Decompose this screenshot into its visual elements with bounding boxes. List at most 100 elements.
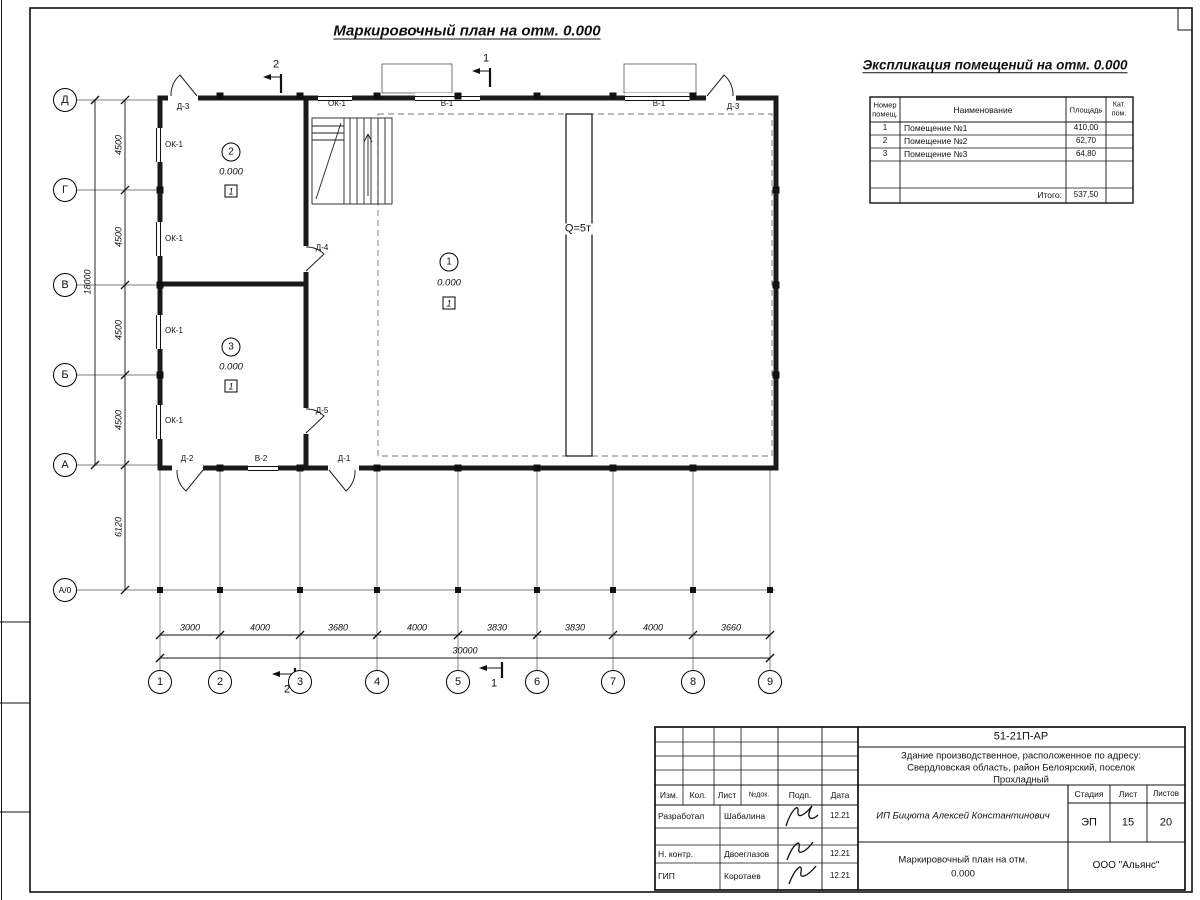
window-label-ok1: ОК-1 xyxy=(165,140,183,149)
door-swings xyxy=(170,74,734,492)
axis-col-9: 9 xyxy=(758,670,782,694)
room-elevation: 0.000 xyxy=(437,277,461,289)
staff-date: 12.21 xyxy=(829,871,851,880)
drawing-title-line1: Маркировочный план на отм. xyxy=(898,854,1028,866)
dim-bottom: 4000 xyxy=(249,622,271,633)
window-label-ok1: ОК-1 xyxy=(165,326,183,335)
crane-beam xyxy=(565,113,593,457)
table-cell-num: 2 xyxy=(882,136,888,145)
door-label-d2: Д-2 xyxy=(180,454,194,463)
window-label-ok1: ОК-1 xyxy=(165,416,183,425)
company-name: ООО "Альянс" xyxy=(1092,860,1160,871)
page-title: Маркировочный план на отм. 0.000 xyxy=(333,22,601,40)
dim-left-lower: 6120 xyxy=(113,516,124,538)
col-header-category: Кат. xyxy=(1112,101,1126,109)
axis-col-5: 5 xyxy=(446,670,470,694)
window-label-v1: В-1 xyxy=(440,99,454,108)
staff-date: 12.21 xyxy=(829,811,851,820)
tb-col-data: Дата xyxy=(830,789,850,800)
table-cell-area: 62,70 xyxy=(1075,136,1097,145)
document-number: 51-21П-АР xyxy=(993,730,1049,743)
dim-left: 4500 xyxy=(113,226,124,248)
door-label-d3: Д-3 xyxy=(726,102,740,111)
dim-bottom: 3680 xyxy=(327,622,349,633)
window-label-v1: В-1 xyxy=(652,99,666,108)
staff-name: Двоеглазов xyxy=(724,848,770,859)
door-label-d5: Д-5 xyxy=(315,406,329,415)
total-label: Итого: xyxy=(1037,189,1062,200)
axis-row-a0: А/0 xyxy=(53,578,77,602)
dim-bottom: 4000 xyxy=(406,622,428,633)
section-mark-2: 2 xyxy=(272,58,280,71)
window-label-v2: В-2 xyxy=(254,454,268,463)
axis-row-g: Г xyxy=(53,178,77,202)
section-mark-1: 1 xyxy=(490,677,498,690)
col-header-room-number: Номер xyxy=(873,100,897,110)
axis-grid-lines xyxy=(77,99,775,670)
project-name-line3: Прохладный xyxy=(993,774,1049,786)
table-cell-num: 3 xyxy=(882,149,888,158)
room-number-bubble: 3 xyxy=(221,337,241,357)
col-header-name: Наименование xyxy=(953,104,1013,115)
dim-left: 4500 xyxy=(113,409,124,431)
axis-row-b: Б xyxy=(53,363,77,387)
client-name: ИП Бицюта Алексей Константинович xyxy=(876,810,1050,822)
dimension-ticks xyxy=(90,95,775,663)
walls xyxy=(157,95,779,471)
room-category-mark: 1 xyxy=(442,296,456,310)
axis-row-v: В xyxy=(53,273,77,297)
door-label-d1: Д-1 xyxy=(337,454,351,463)
stage-value: ЭП xyxy=(1081,816,1097,829)
staff-role: ГИП xyxy=(658,870,675,881)
stairs xyxy=(311,117,393,205)
room-elevation: 0.000 xyxy=(219,361,243,373)
staff-role: Н. контр. xyxy=(658,848,694,859)
table-cell-name: Помещение №1 xyxy=(904,122,968,133)
tb-col-podp: Подп. xyxy=(788,789,812,800)
total-value: 537,50 xyxy=(1073,190,1099,199)
door-label-d3: Д-3 xyxy=(176,102,190,111)
staff-role: Разработал xyxy=(658,810,705,821)
explication-table-grid xyxy=(869,96,1134,204)
dimension-lines xyxy=(94,100,770,659)
sheet-value: 15 xyxy=(1121,816,1135,829)
crane-capacity-label: Q=5т xyxy=(562,222,594,235)
staff-name: Коротаев xyxy=(724,870,761,881)
columns xyxy=(156,92,780,593)
axis-col-6: 6 xyxy=(525,670,549,694)
room-category-mark: 1 xyxy=(224,184,238,198)
window-label-ok1: ОК-1 xyxy=(328,99,346,108)
table-cell-area: 64,80 xyxy=(1075,149,1097,158)
tb-col-ndok: №док. xyxy=(748,791,770,799)
axis-col-3: 3 xyxy=(288,670,312,694)
sheet-label: Лист xyxy=(1118,788,1138,799)
room-category-mark: 1 xyxy=(224,379,238,393)
table-cell-area: 410,00 xyxy=(1073,123,1099,132)
room-elevation: 0.000 xyxy=(219,166,243,178)
signature-scribbles xyxy=(785,805,819,885)
sheets-value: 20 xyxy=(1159,816,1173,829)
sheets-label: Листов xyxy=(1153,789,1179,798)
dim-left-total: 18000 xyxy=(82,269,93,295)
wall-openings xyxy=(153,93,736,473)
table-cell-num: 1 xyxy=(882,123,888,132)
dim-bottom: 3830 xyxy=(564,622,586,633)
window-label-ok1: ОК-1 xyxy=(165,234,183,243)
drawing-title-line2: 0.000 xyxy=(951,868,975,880)
dim-left: 4500 xyxy=(113,134,124,156)
section-marks xyxy=(263,68,504,684)
axis-row-a: А xyxy=(53,453,77,477)
dim-bottom: 3660 xyxy=(720,622,742,633)
door-label-d4: Д-4 xyxy=(315,243,329,252)
room-number-bubble: 1 xyxy=(439,252,459,272)
axis-col-8: 8 xyxy=(681,670,705,694)
axis-col-7: 7 xyxy=(601,670,625,694)
dim-bottom: 3000 xyxy=(179,622,201,633)
dim-bottom: 3830 xyxy=(486,622,508,633)
col-header-room-number-2: помещ. xyxy=(872,109,898,119)
tb-col-kol: Кол. xyxy=(689,789,707,800)
explication-title: Экспликация помещений на отм. 0.000 xyxy=(862,57,1128,73)
col-header-category-2: пом. xyxy=(1111,110,1127,118)
canopy-outlines xyxy=(381,63,697,94)
